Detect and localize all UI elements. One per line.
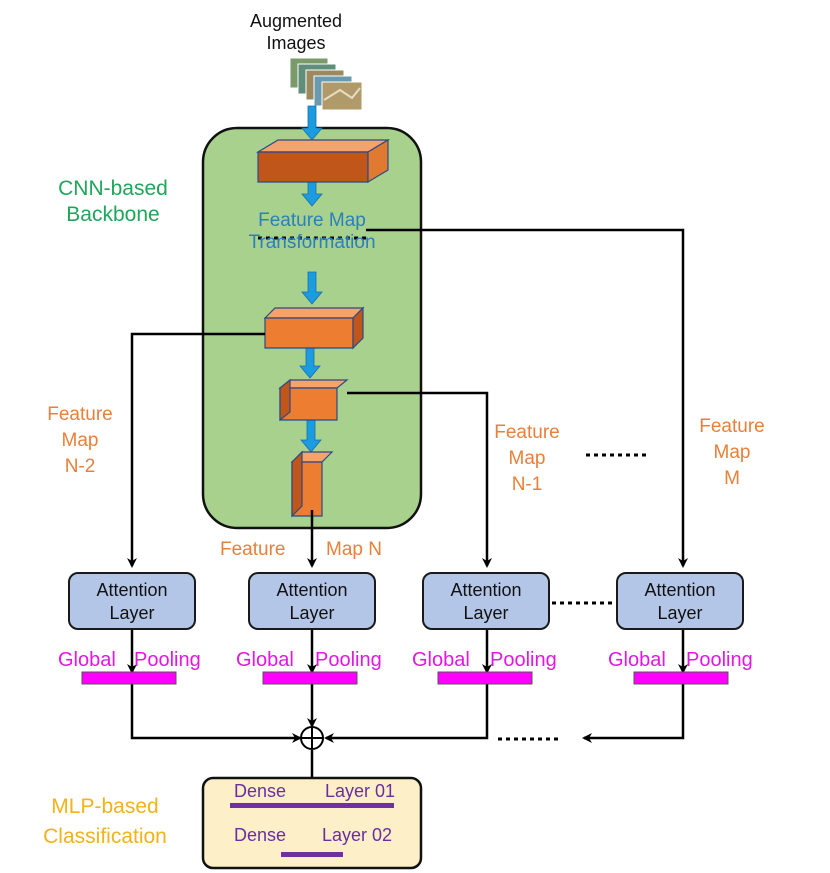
attention-layer-line1: Attention	[96, 580, 168, 600]
backbone-label: CNN-based Backbone	[58, 177, 168, 226]
sum-icon	[300, 726, 324, 750]
pooling-bar-4	[633, 671, 729, 685]
attention-layer-1: Attention Layer	[68, 572, 196, 630]
feature-map-n-right-label: Map N	[326, 539, 382, 560]
attention-layer-line2: Layer	[289, 603, 335, 623]
attention-layer-line1: Attention	[450, 580, 522, 600]
attention-layer-line1: Attention	[644, 580, 716, 600]
cnn-block-1	[255, 138, 391, 184]
attention-layer-2: Attention Layer	[248, 572, 376, 630]
feature-map-n1-label: Feature Map N-1	[494, 422, 560, 495]
dense-layer-01-left: Dense	[234, 781, 287, 801]
pooling-label-left-2: Global	[236, 649, 294, 671]
pooling-label-right-4: Pooling	[686, 649, 753, 671]
pooling-bar-3	[437, 671, 533, 685]
feature-map-n-left-label: Feature	[220, 539, 286, 560]
attention-layer-line2: Layer	[109, 603, 155, 623]
augmented-images-icon	[289, 57, 363, 111]
pooling-label-right-2: Pooling	[315, 649, 382, 671]
pooling-bar-1	[81, 671, 177, 685]
dense-bar-1	[230, 803, 394, 808]
transform-label: Feature Map Transformation	[248, 210, 376, 253]
feature-map-n2-label: Feature Map N-2	[47, 404, 113, 477]
dense-layer-01-right: Layer 01	[325, 781, 396, 801]
pooling-label-left-1: Global	[58, 649, 116, 671]
pooling-label-right-3: Pooling	[490, 649, 557, 671]
mlp-label: MLP-based Classification	[43, 795, 167, 848]
pooling-label-left-3: Global	[412, 649, 470, 671]
attention-layer-4: Attention Layer	[616, 572, 744, 630]
mlp-box	[201, 776, 423, 870]
dense-layer-02-right: Layer 02	[322, 825, 393, 845]
dense-bar-2	[281, 852, 343, 857]
pooling-label-left-4: Global	[608, 649, 666, 671]
attention-layer-3: Attention Layer	[422, 572, 550, 630]
feature-map-m-label: Feature Map M	[699, 416, 765, 489]
pooling-bar-2	[262, 671, 358, 685]
connector-lines	[127, 228, 688, 854]
cnn-block-3	[278, 378, 349, 422]
attention-layer-line2: Layer	[657, 603, 703, 623]
augmented-images-label: Augmented Images	[249, 11, 343, 53]
dense-layer-02-left: Dense	[234, 825, 287, 845]
attention-layer-line2: Layer	[463, 603, 509, 623]
cnn-block-4	[290, 450, 334, 518]
attention-layer-line1: Attention	[276, 580, 348, 600]
pooling-label-right-1: Pooling	[134, 649, 201, 671]
cnn-block-2	[263, 306, 365, 350]
